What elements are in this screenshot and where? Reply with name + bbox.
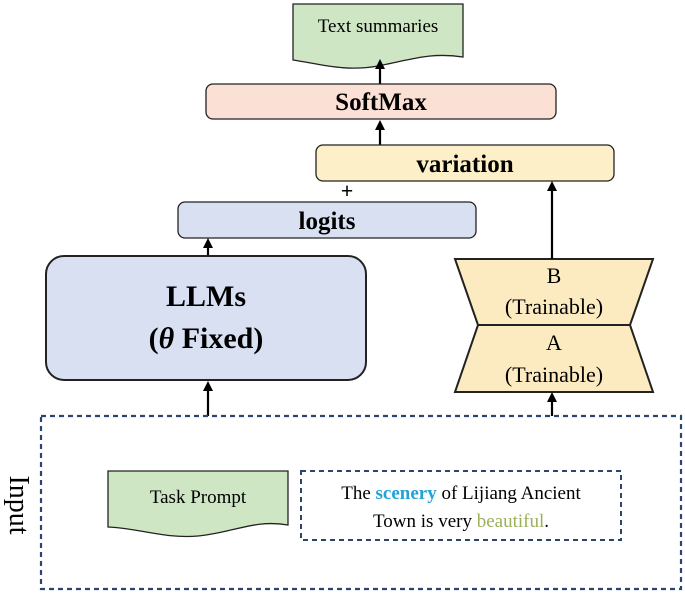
variation-label: variation bbox=[416, 151, 513, 178]
lora-b-trainable-label: (Trainable) bbox=[505, 294, 603, 319]
task-prompt-label: Task Prompt bbox=[150, 487, 247, 508]
softmax-label: SoftMax bbox=[335, 89, 427, 116]
input-dashed-box bbox=[39, 414, 683, 591]
lora-a-label: A bbox=[546, 330, 562, 355]
theta-symbol: θ bbox=[159, 322, 175, 355]
input-sentence-line2: Town is very beautiful. bbox=[373, 511, 549, 532]
lora-b-node: B (Trainable) bbox=[453, 258, 655, 326]
logits-box bbox=[177, 201, 477, 239]
text-summaries-label: Text summaries bbox=[318, 16, 439, 37]
softmax-node: SoftMax bbox=[205, 83, 557, 120]
llm-subtitle: (θ Fixed) bbox=[149, 322, 264, 355]
highlight-word-beautiful: beautiful bbox=[477, 511, 545, 532]
plus-sign: + bbox=[341, 178, 354, 203]
text-summaries-node: Text summaries bbox=[292, 3, 464, 69]
softmax-box bbox=[205, 83, 557, 120]
logits-node: logits bbox=[177, 201, 477, 239]
highlight-word-scenery: scenery bbox=[376, 483, 438, 504]
lora-b-label: B bbox=[547, 263, 562, 288]
input-sentence-box bbox=[300, 470, 622, 541]
lora-a-shape bbox=[453, 324, 655, 393]
task-prompt-node: Task Prompt bbox=[107, 470, 289, 538]
input-side-label: Input bbox=[3, 475, 34, 534]
variation-node: variation bbox=[315, 144, 615, 182]
lora-a-trainable-label: (Trainable) bbox=[505, 362, 603, 387]
input-container bbox=[39, 414, 683, 591]
llm-title: LLMs bbox=[166, 280, 246, 313]
task-prompt-shape bbox=[107, 470, 289, 538]
llm-node: LLMs (θ Fixed) bbox=[45, 255, 367, 381]
logits-label: logits bbox=[299, 208, 356, 235]
variation-box bbox=[315, 144, 615, 182]
llm-box bbox=[45, 255, 367, 381]
input-sentence-line1: The scenery of Lijiang Ancient bbox=[341, 483, 581, 504]
input-sentence-node: The scenery of Lijiang Ancient Town is v… bbox=[300, 470, 622, 541]
lora-a-node: A (Trainable) bbox=[453, 324, 655, 393]
